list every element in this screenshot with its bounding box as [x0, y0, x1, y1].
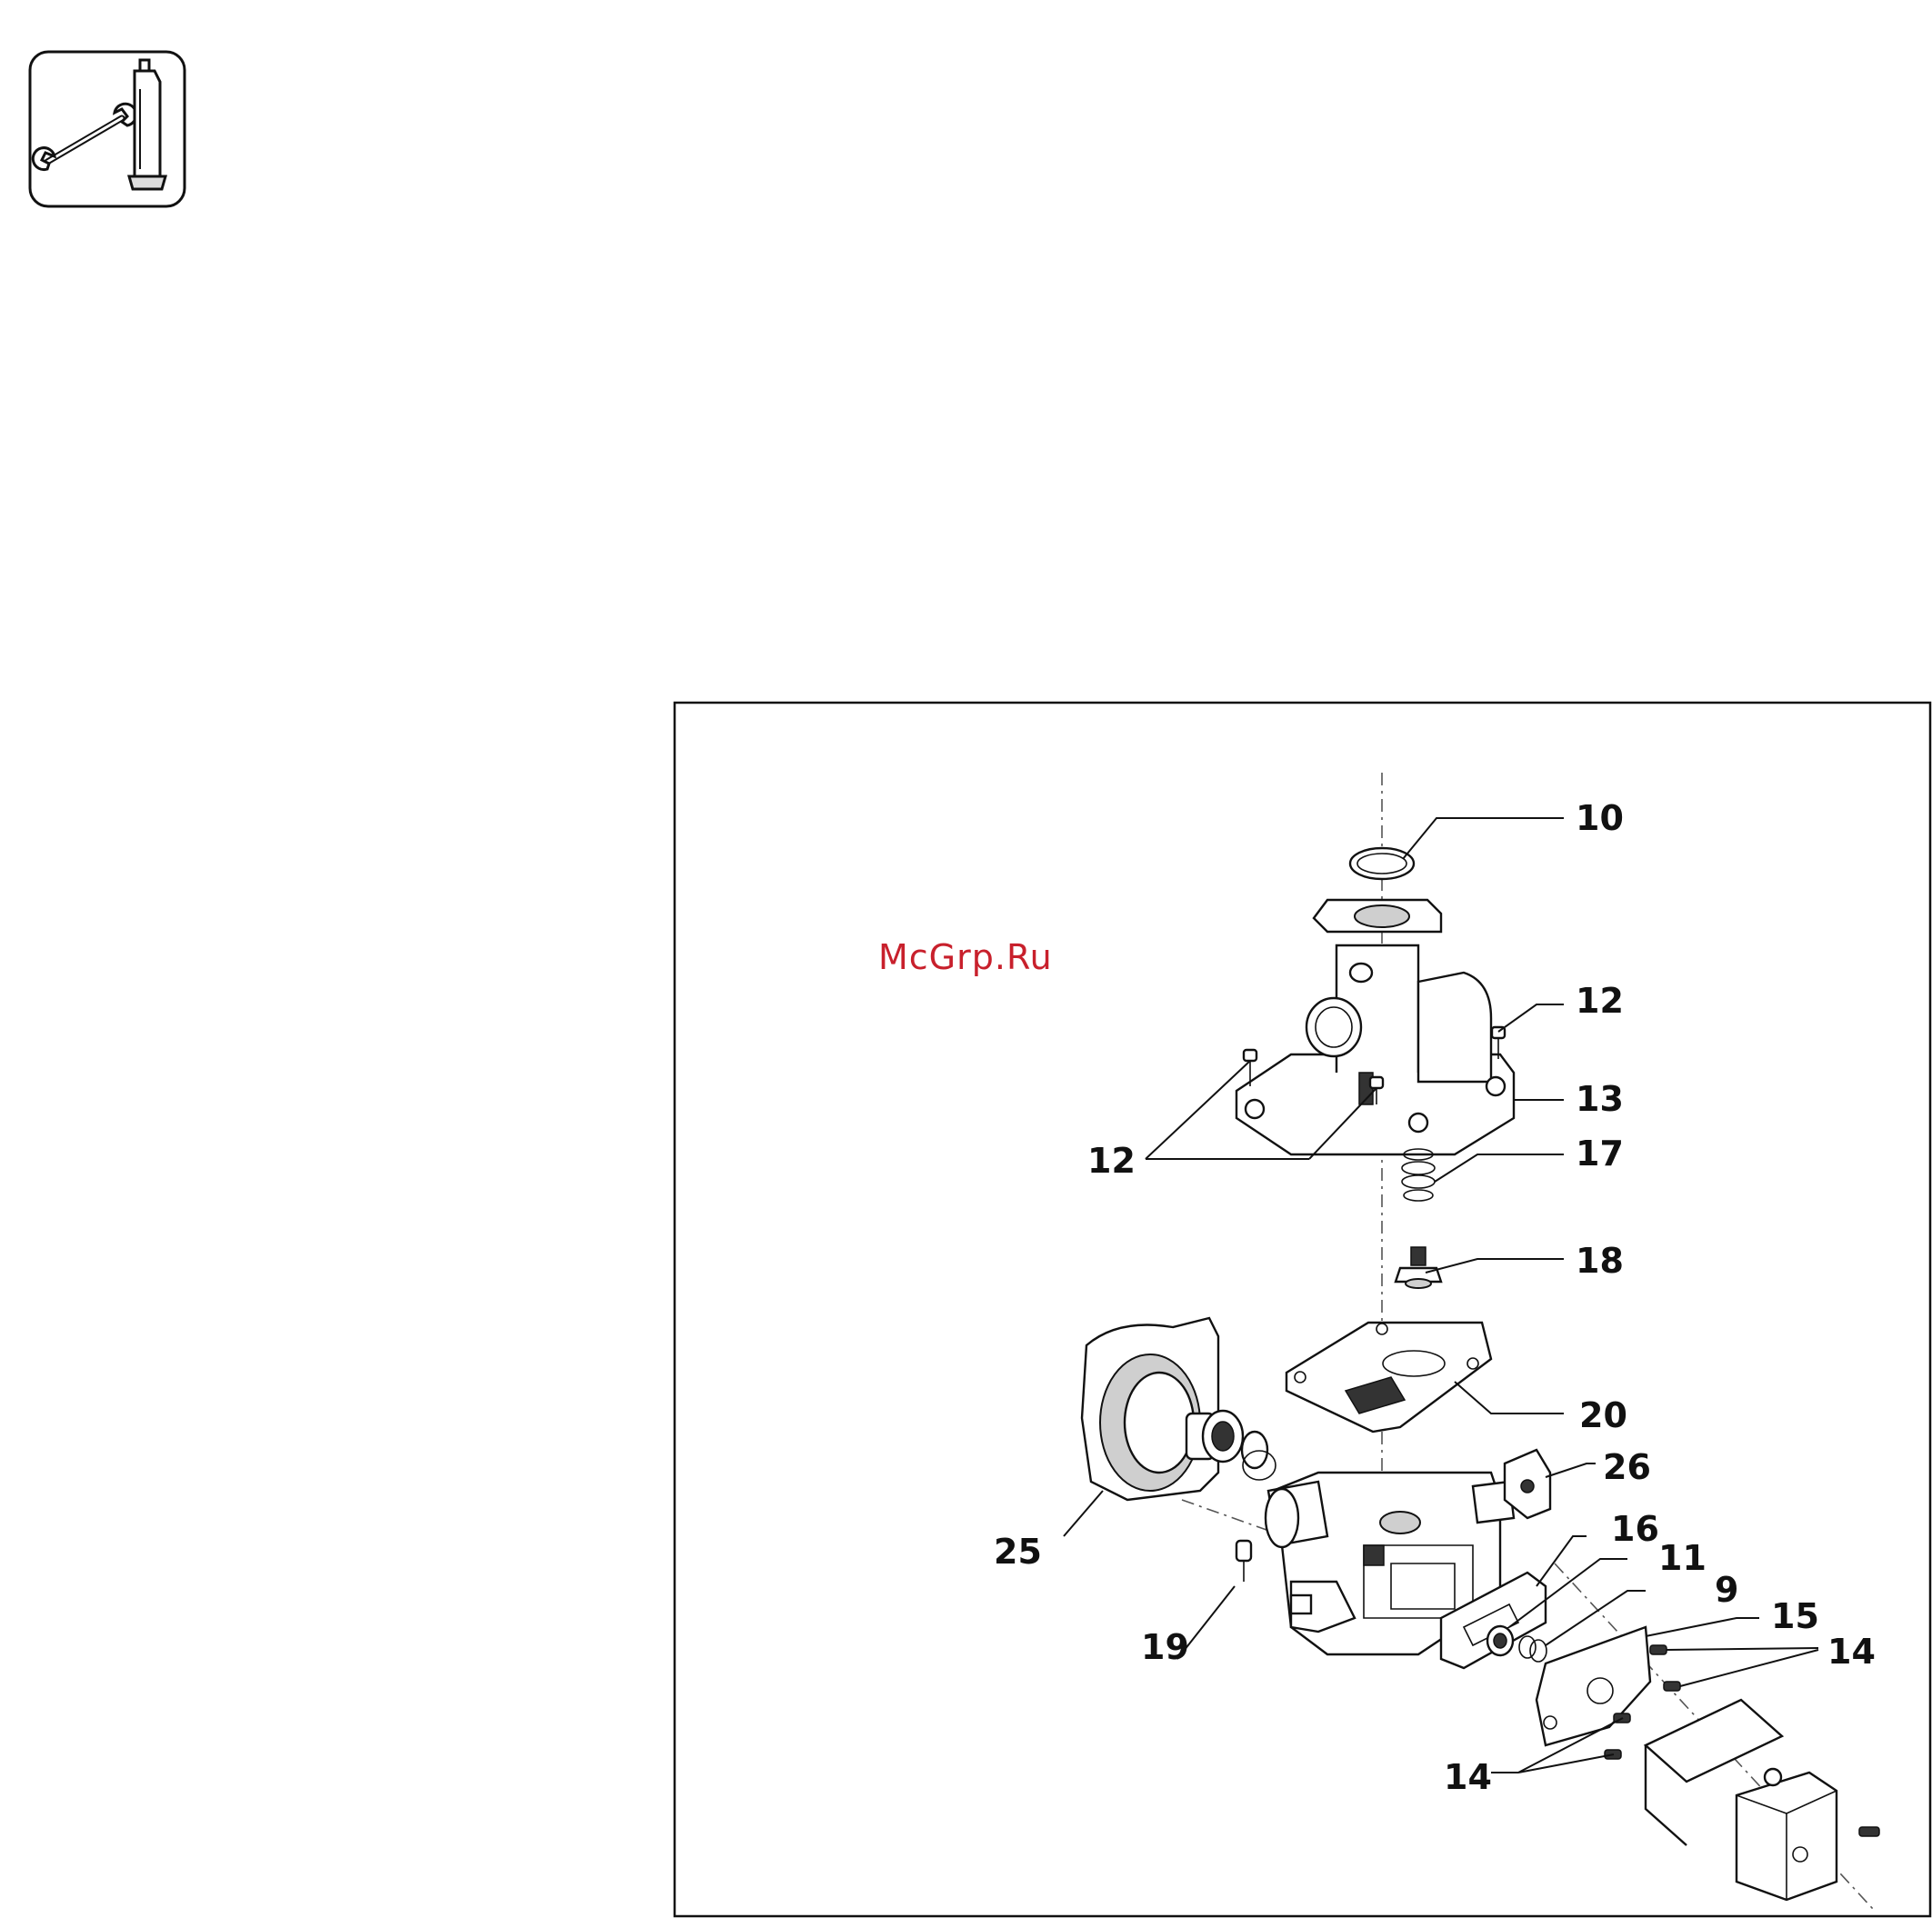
spring-part-9 — [1519, 1636, 1547, 1662]
callout-19: 19 — [1141, 1627, 1189, 1667]
callout-20: 20 — [1579, 1395, 1627, 1435]
callout-18: 18 — [1576, 1241, 1624, 1281]
callout-9: 9 — [1715, 1570, 1738, 1610]
o-ring-part-10 — [1350, 848, 1414, 879]
gasket-part-20 — [1286, 1323, 1491, 1432]
screw-part-19 — [1236, 1541, 1251, 1582]
callout-12-left: 12 — [1087, 1141, 1136, 1181]
callout-13: 13 — [1576, 1079, 1624, 1119]
coil-box — [1737, 1769, 1879, 1900]
callout-11: 11 — [1658, 1538, 1707, 1578]
callout-17: 17 — [1576, 1134, 1624, 1174]
callout-14-right: 14 — [1827, 1632, 1876, 1672]
callout-15: 15 — [1771, 1596, 1819, 1636]
plunger-part-11 — [1487, 1626, 1513, 1655]
callout-10: 10 — [1576, 798, 1624, 838]
callout-25: 25 — [994, 1532, 1042, 1572]
callout-12-right: 12 — [1576, 981, 1624, 1021]
bracket-part-15 — [1537, 1627, 1650, 1745]
callout-26: 26 — [1603, 1447, 1651, 1487]
upper-housing-part-13 — [1236, 900, 1514, 1154]
valve-part-18 — [1396, 1247, 1441, 1288]
regulator-cover-part-25 — [1082, 1318, 1276, 1500]
callout-14-bottom: 14 — [1444, 1757, 1492, 1797]
spring-part-17 — [1402, 1149, 1435, 1201]
callout-16: 16 — [1611, 1509, 1659, 1549]
